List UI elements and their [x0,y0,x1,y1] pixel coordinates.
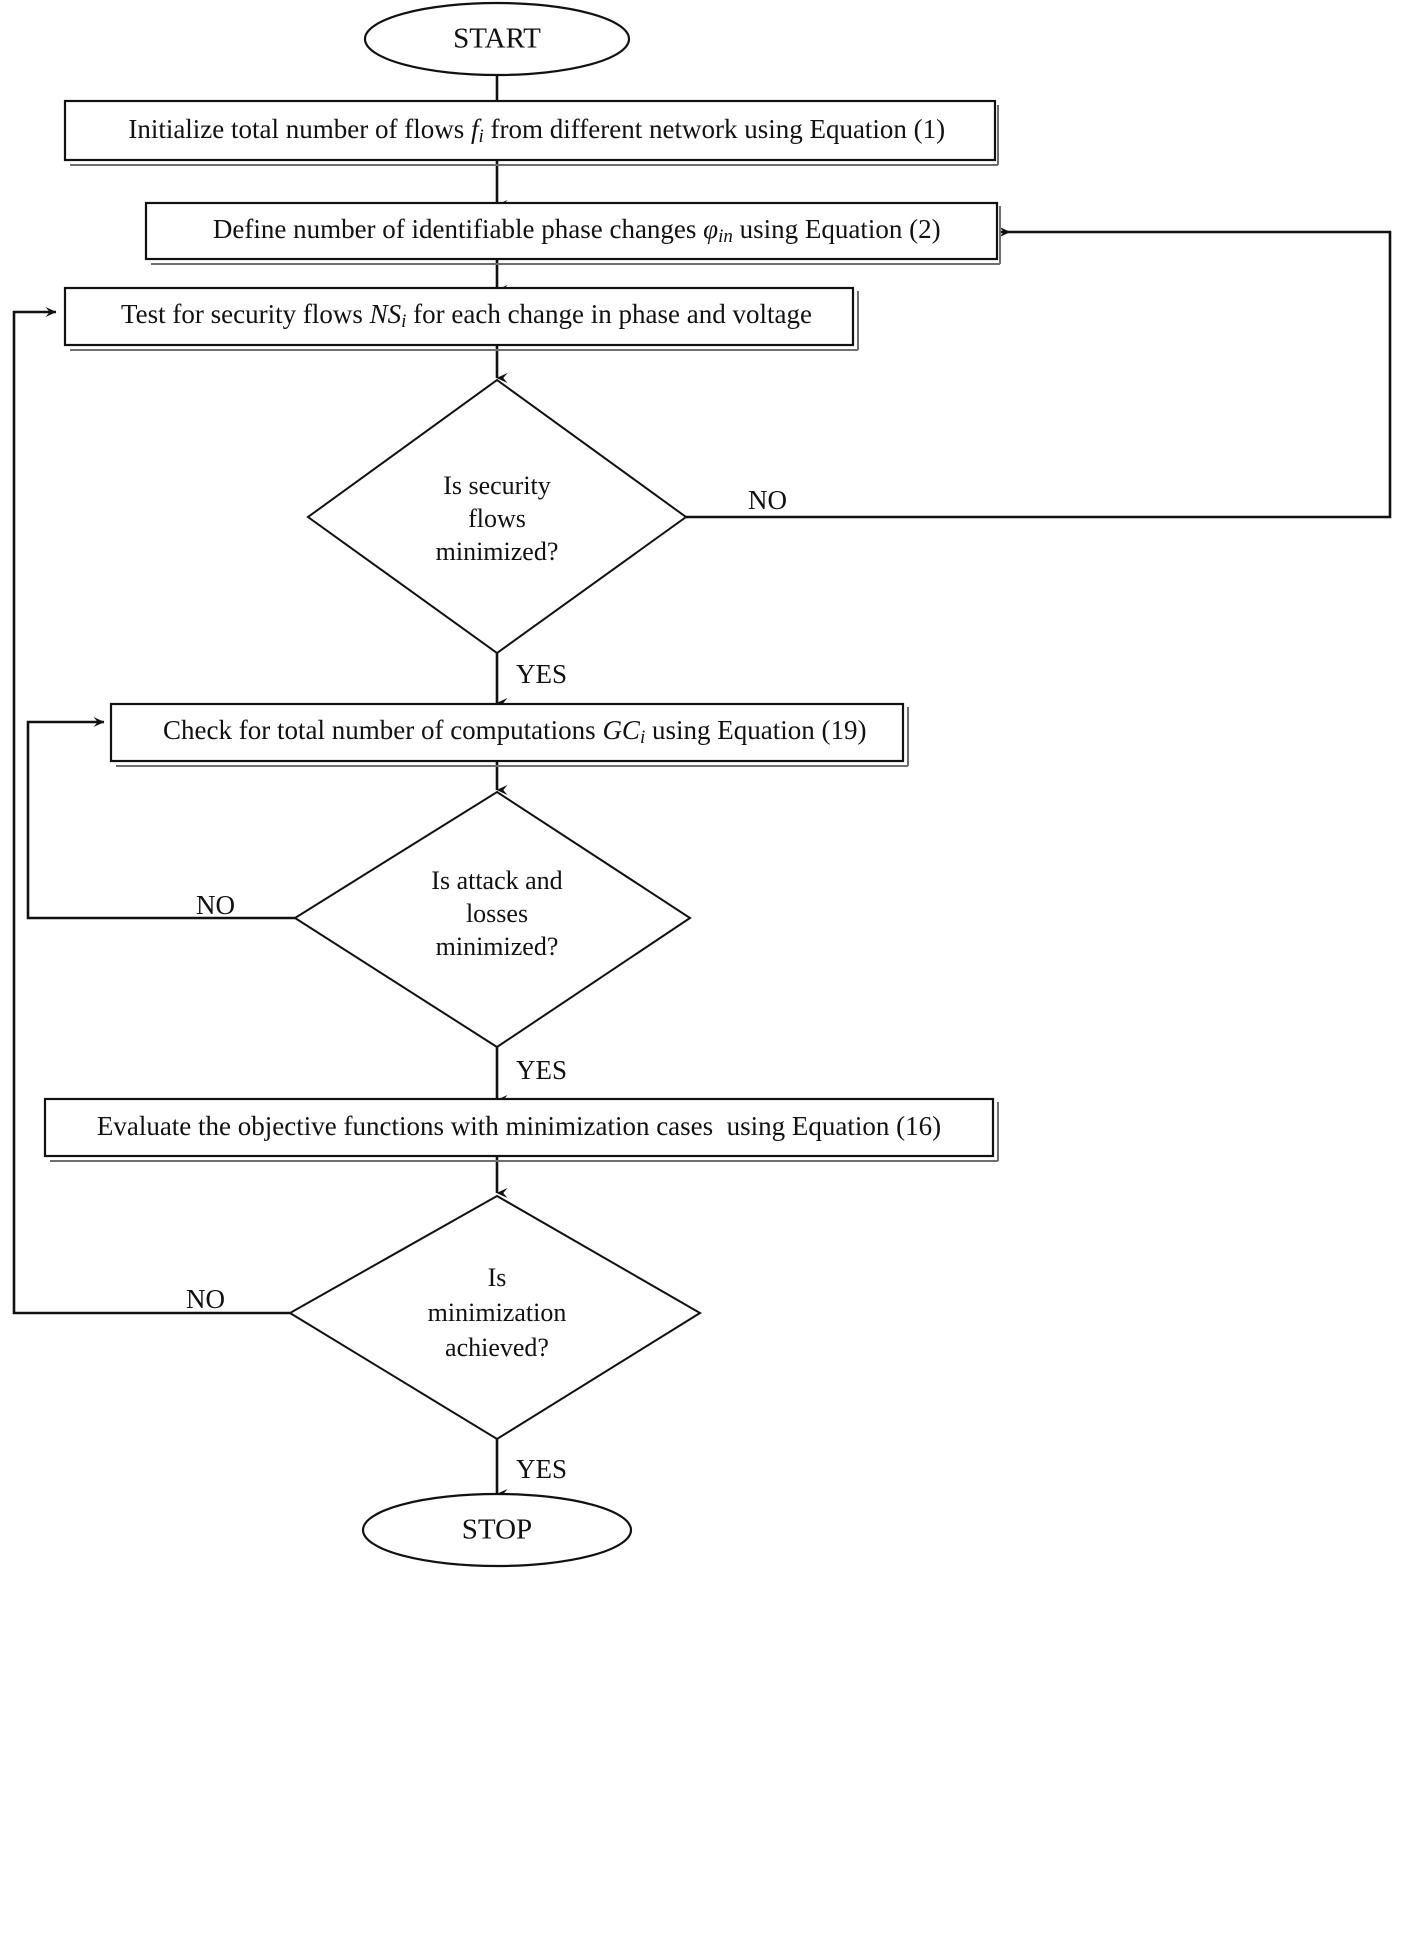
node-evaluate-objective-label: Evaluate the objective functions with mi… [97,1111,941,1141]
node-start[interactable]: START [363,1,631,77]
initialize-text-pre: Initialize total number of flows [128,114,471,144]
define-text-pre: Define number of identifiable phase chan… [213,214,703,244]
decision-minimization-line-3: achieved? [445,1333,549,1362]
decision-minimization-line-1: Is [488,1263,507,1292]
node-evaluate-objective[interactable]: Evaluate the objective functions with mi… [43,1097,999,1162]
node-define-phase-label: Define number of identifiable phase chan… [152,214,988,247]
decision-attack-line-2: losses [466,899,528,928]
decision-security-line-1: Is security [443,471,551,500]
node-check-computations-label: Check for total number of computations G… [102,715,913,748]
test-text-pre: Test for security flows [121,299,370,329]
check-text-pre: Check for total number of computations [163,715,602,745]
node-decision-security[interactable]: Is security flows minimized? [306,378,688,655]
node-check-computations[interactable]: Check for total number of computations G… [102,702,913,767]
node-decision-minimization[interactable]: Is minimization achieved? [288,1194,702,1441]
node-initialize-flows-label: Initialize total number of flows fi from… [68,114,993,147]
check-symbol-sub: i [640,727,645,748]
node-initialize-flows[interactable]: Initialize total number of flows fi from… [63,99,999,166]
check-symbol: GC [602,715,640,745]
define-symbol: φ [703,214,718,244]
decision-attack-line-1: Is attack and [431,866,562,895]
initialize-text-post: from different network using Equation (1… [484,114,945,144]
edge-label-security-yes: YES [516,659,567,689]
edge-attack-no-feedback [26,717,295,920]
test-symbol-sub: i [401,311,406,332]
node-stop-label: STOP [462,1514,532,1546]
edge-label-minimization-no: NO [186,1284,225,1314]
node-stop[interactable]: STOP [361,1492,633,1568]
node-start-label: START [453,23,541,55]
node-test-security-label: Test for security flows NSi for each cha… [61,299,859,332]
decision-security-line-2: flows [468,504,526,533]
initialize-symbol-sub: i [479,126,484,147]
define-symbol-sub: in [718,226,733,247]
test-symbol: NS [369,299,402,329]
edge-label-attack-no: NO [196,890,235,920]
edge-label-security-no: NO [748,485,787,515]
decision-security-line-3: minimized? [436,537,559,566]
test-text-post: for each change in phase and voltage [406,299,812,329]
edge-label-minimization-yes: YES [516,1454,567,1484]
node-define-phase[interactable]: Define number of identifiable phase chan… [144,201,1001,265]
node-decision-attack[interactable]: Is attack and losses minimized? [293,790,692,1049]
define-text-post: using Equation (2) [733,214,941,244]
initialize-symbol: f [471,114,482,144]
edge-security-no-feedback [686,227,1392,519]
decision-minimization-line-2: minimization [428,1298,567,1327]
decision-attack-line-3: minimized? [436,932,559,961]
edge-label-attack-yes: YES [516,1055,567,1085]
check-text-post: using Equation (19) [645,715,866,745]
node-test-security[interactable]: Test for security flows NSi for each cha… [61,286,859,351]
edge-minimization-no-feedback [12,307,290,1315]
